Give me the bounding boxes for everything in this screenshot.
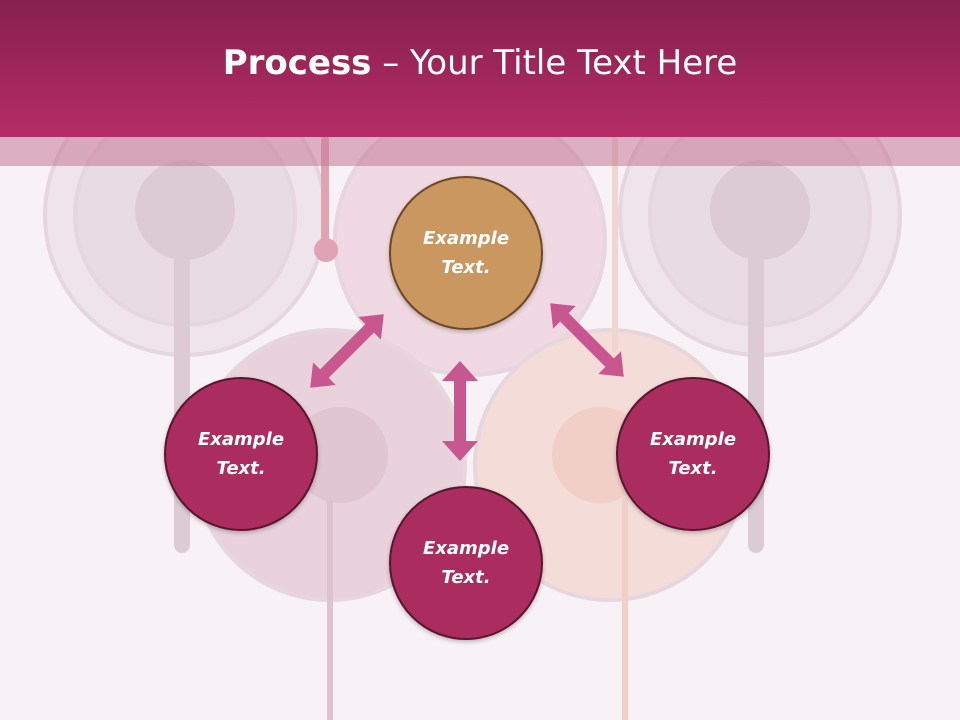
- process-node-top: Example Text.: [389, 176, 543, 330]
- node-label-right: Example Text.: [649, 429, 737, 479]
- title-bar: Process – Your Title Text Here: [0, 0, 960, 137]
- process-node-right: Example Text.: [616, 377, 770, 531]
- arrow-vertical: [442, 361, 478, 461]
- node-label-bottom: Example Text.: [422, 538, 510, 588]
- arrow-top-right: [550, 303, 624, 377]
- node-label-top: Example Text.: [422, 228, 510, 278]
- page-title: Process – Your Title Text Here: [223, 43, 738, 83]
- title-bold: Process: [222, 42, 372, 83]
- header-band: [0, 137, 960, 166]
- arrow-top-left: [310, 314, 384, 388]
- process-node-bottom: Example Text.: [389, 486, 543, 640]
- process-node-left: Example Text.: [164, 377, 318, 531]
- node-label-left: Example Text.: [197, 429, 285, 479]
- title-rest: – Your Title Text Here: [371, 42, 738, 83]
